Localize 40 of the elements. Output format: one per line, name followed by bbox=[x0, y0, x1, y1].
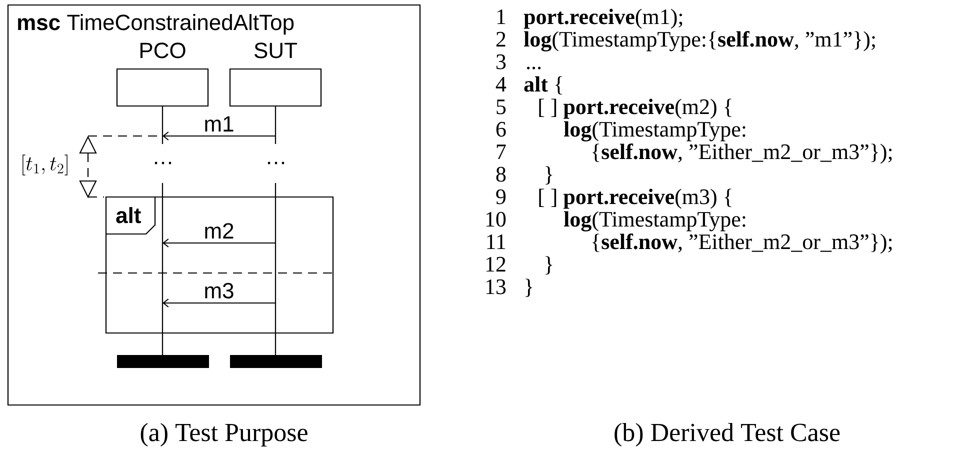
line-number: 13 bbox=[486, 279, 506, 294]
instance-box: PCO bbox=[116, 42, 209, 107]
line-number: 11 bbox=[487, 234, 506, 249]
line-number: 6 bbox=[496, 122, 506, 137]
subfigure-caption: (a) Test Purpose bbox=[140, 422, 308, 447]
line-number: 4 bbox=[496, 77, 506, 92]
fragment-tab: alt bbox=[106, 197, 156, 235]
line-number: 5 bbox=[496, 100, 506, 114]
line-number: 10 bbox=[486, 212, 506, 227]
line-number: 7 bbox=[496, 144, 506, 159]
message-label: m2 bbox=[205, 223, 234, 238]
time-interval-label: $[t_1,t_2]$ bbox=[22, 154, 68, 176]
message-arrow bbox=[162, 298, 276, 308]
code-line: log(TimestampType: bbox=[564, 211, 746, 232]
ellipsis: … bbox=[154, 162, 172, 164]
code-line: [ ] port.receive(m3) { bbox=[539, 188, 732, 209]
code-line: [ ] port.receive(m2) { bbox=[539, 98, 732, 119]
line-number: 8 bbox=[496, 166, 506, 182]
subfigure-caption: (b) Derived Test Case bbox=[614, 422, 840, 447]
code-line: ... bbox=[527, 66, 541, 70]
line-number: 2 bbox=[496, 32, 506, 46]
ellipsis: … bbox=[268, 162, 284, 164]
line-number: 9 bbox=[496, 189, 506, 204]
code-line: } bbox=[526, 278, 532, 297]
code-line: port.receive(m1); bbox=[524, 8, 682, 29]
line-number: 12 bbox=[486, 256, 506, 272]
message-label: m3 bbox=[205, 282, 234, 298]
code-line: } bbox=[546, 256, 552, 274]
message-arrow bbox=[162, 238, 276, 248]
instance-box: SUT bbox=[229, 42, 322, 107]
code-line: } bbox=[546, 166, 552, 184]
message-arrow bbox=[162, 132, 276, 140]
code-line: log(TimestampType:{self.now, ”m1”}); bbox=[524, 31, 875, 52]
line-number: 3 bbox=[496, 54, 506, 70]
code-line: alt { bbox=[524, 76, 562, 94]
code-line: {self.now, ”Either_m2_or_m3”}); bbox=[592, 234, 892, 254]
message-label: m1 bbox=[205, 116, 234, 132]
code-line: log(TimestampType: bbox=[564, 121, 746, 142]
line-number: 1 bbox=[497, 9, 506, 24]
code-line: {self.now, ”Either_m2_or_m3”}); bbox=[592, 144, 892, 164]
